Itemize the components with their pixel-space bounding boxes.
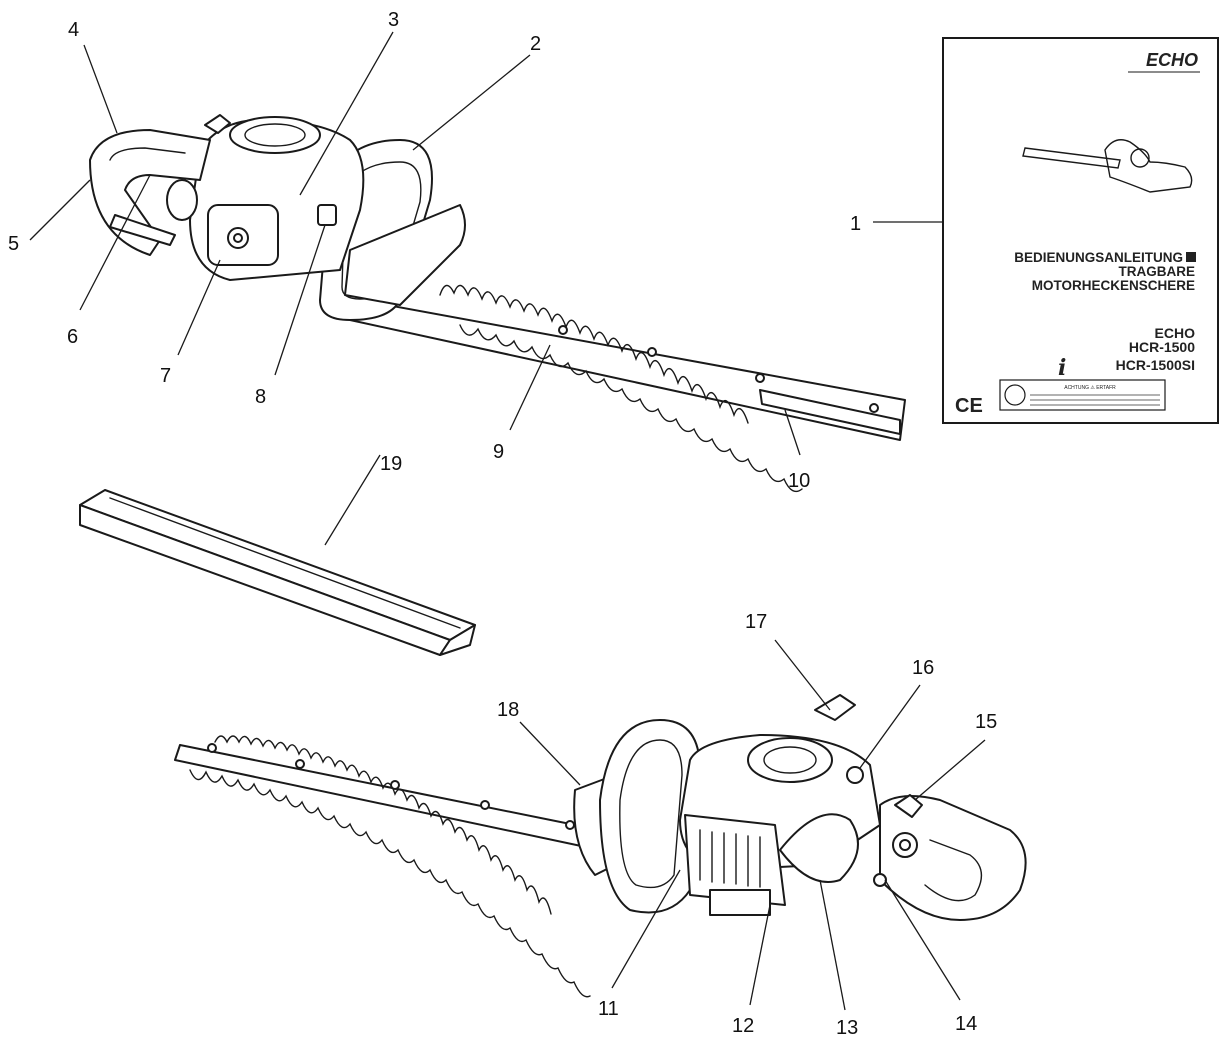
- hedge-trimmer-top-view: [89, 114, 906, 493]
- manual-title-line2: TRAGBARE: [1119, 264, 1196, 279]
- manual-model-1: HCR-1500: [1129, 339, 1195, 355]
- callout-15: 15: [975, 711, 997, 733]
- callout-2: 2: [530, 33, 541, 55]
- info-i-icon: i: [1058, 355, 1066, 381]
- blade-assembly-bottom: [174, 735, 601, 998]
- ce-mark: CE: [955, 395, 983, 417]
- owners-manual: ECHO BEDIENUNGSANLEITUNG TRAGBARE MOTORH…: [942, 37, 1219, 424]
- callout-7: 7: [160, 365, 171, 387]
- callout-9: 9: [493, 441, 504, 463]
- rear-handle-bottom: [879, 795, 1027, 921]
- callout-16: 16: [912, 657, 934, 679]
- callout-5: 5: [8, 233, 19, 255]
- blade-cover: [79, 489, 476, 656]
- manual-brand-logo: ECHO: [1146, 50, 1198, 70]
- blade-assembly: [349, 284, 906, 493]
- callout-10: 10: [788, 470, 810, 492]
- callout-1: 1: [850, 213, 861, 235]
- hedge-trimmer-bottom-view: [174, 694, 1027, 998]
- callout-11: 11: [598, 998, 619, 1020]
- manual-title-line3: MOTORHECKENSCHERE: [1032, 278, 1195, 293]
- callout-19: 19: [380, 453, 402, 475]
- leader-lines: [29, 31, 986, 1011]
- warning-header: ACHTUNG ⚠ ERTAFR: [1064, 385, 1116, 391]
- muffler: [709, 889, 771, 916]
- callout-17: 17: [745, 611, 767, 633]
- manual-brand-text: ECHO: [1155, 325, 1196, 341]
- callout-8: 8: [255, 386, 266, 408]
- callout-13: 13: [836, 1017, 858, 1039]
- callout-18: 18: [497, 699, 519, 721]
- hand-guard: [344, 204, 466, 306]
- callout-3: 3: [388, 9, 399, 31]
- manual-cover-illustration: [1022, 139, 1193, 193]
- callout-12: 12: [732, 1015, 754, 1037]
- callout-14: 14: [955, 1013, 977, 1035]
- fuel-tank-cap: [166, 179, 198, 221]
- warning-pictogram-icon: [1004, 384, 1026, 406]
- callout-numbers: 1 2 3 4 5 6 7 8 9 10 11 12 13 14 15 16 1…: [8, 9, 997, 1039]
- callout-6: 6: [67, 326, 78, 348]
- manual-model-2: HCR-1500SI: [1116, 357, 1195, 373]
- fuel-tank: [779, 813, 859, 883]
- manual-title-line1: BEDIENUNGSANLEITUNG: [1014, 250, 1183, 265]
- callout-4: 4: [68, 19, 79, 41]
